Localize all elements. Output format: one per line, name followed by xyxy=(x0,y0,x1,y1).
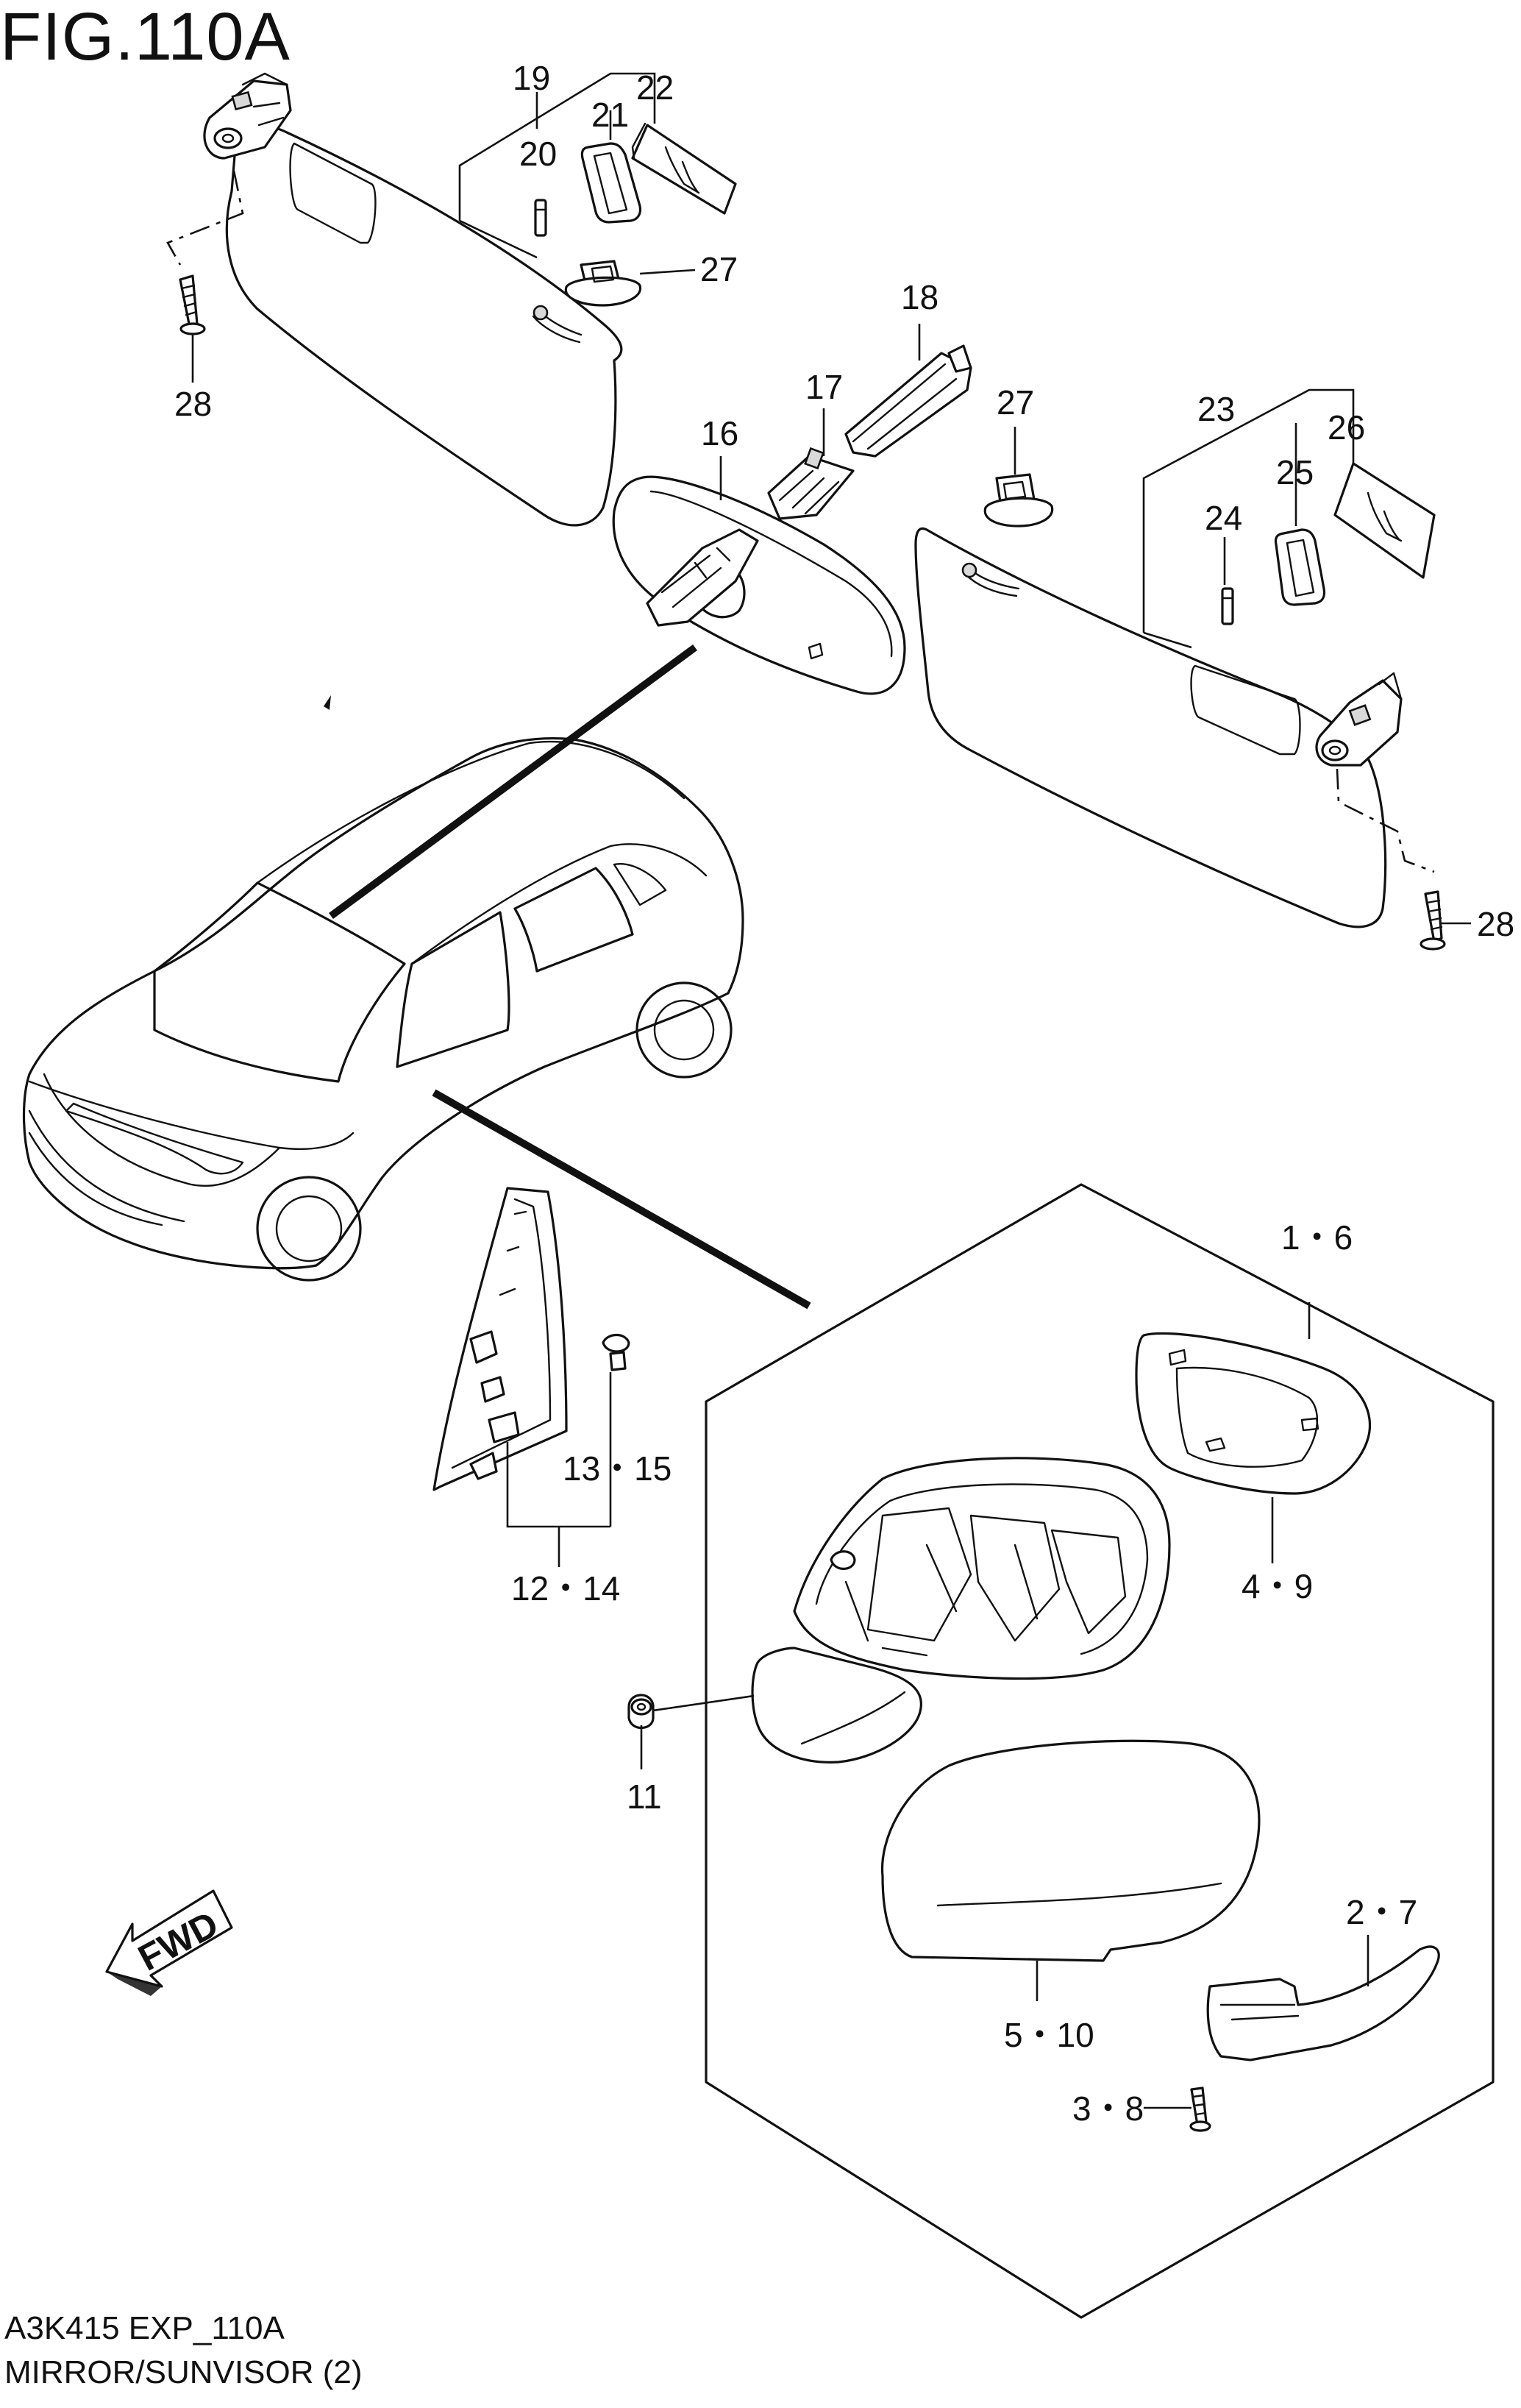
left-visor-bracket xyxy=(203,72,292,160)
door-mirror-frame xyxy=(705,1183,1495,2319)
callout-26: 26 xyxy=(1328,408,1365,447)
door-mirror-group xyxy=(627,1183,1495,2319)
left-sunvisor xyxy=(225,125,623,527)
callout-23: 23 xyxy=(1197,390,1235,428)
callout-18: 18 xyxy=(901,278,938,316)
vanity-mirror-26 xyxy=(1333,462,1436,579)
bracket-line-19 xyxy=(458,72,656,221)
mirror-mount-17 xyxy=(767,447,855,520)
left-visor-rod-tip xyxy=(532,305,549,321)
left-sunvisor-group xyxy=(166,72,737,527)
callout-19: 19 xyxy=(513,59,550,97)
right-sunvisor xyxy=(914,527,1387,928)
callout-21: 21 xyxy=(591,96,629,134)
figure-name: MIRROR/SUNVISOR (2) xyxy=(4,2354,363,2390)
callout-2-7: 2・7 xyxy=(1346,1893,1417,1931)
callout-27b: 27 xyxy=(997,383,1034,422)
door-garnish-12-14 xyxy=(432,1187,568,1491)
figure-title: FIG.110A xyxy=(0,0,291,74)
left-clip-27 xyxy=(564,260,642,307)
callout-16: 16 xyxy=(701,414,738,452)
door-garnish-group xyxy=(432,1187,630,1567)
callout-24: 24 xyxy=(1205,499,1242,537)
left-visor-vanity-panel xyxy=(289,142,377,244)
leader-11 xyxy=(652,1694,755,1712)
vehicle-front-wheel xyxy=(256,1176,362,1282)
callout-3-8: 3・8 xyxy=(1072,2089,1144,2128)
vehicle-headlight xyxy=(65,1102,244,1175)
callout-28b: 28 xyxy=(1477,905,1514,943)
callout-11: 11 xyxy=(627,1777,662,1816)
mirror-frame-25 xyxy=(1274,528,1326,606)
fwd-arrow: FWD xyxy=(105,1889,233,1996)
pin-20 xyxy=(534,199,547,237)
leader-19-visor xyxy=(459,219,538,259)
mirror-cover-18 xyxy=(844,344,972,458)
turn-signal-2-7 xyxy=(1206,1945,1440,2061)
leader-23-visor xyxy=(1143,631,1192,649)
vehicle-front-window xyxy=(396,911,510,1068)
mirror-glass-4-9 xyxy=(1135,1332,1372,1495)
bracket-line-23 xyxy=(1142,388,1355,633)
rearview-mirror-mount xyxy=(646,528,759,627)
right-visor-rod-tip xyxy=(961,562,977,578)
vehicle-outline xyxy=(22,644,811,1310)
right-visor-vanity-panel xyxy=(1190,664,1301,756)
callout-12-14: 12・14 xyxy=(511,1569,620,1608)
right-screw-28 xyxy=(1420,890,1446,951)
callout-1-6: 1・6 xyxy=(1281,1218,1353,1257)
right-visor-bracket xyxy=(1315,672,1403,767)
pointer-head-rearview xyxy=(324,695,331,710)
pointer-rearview-mirror xyxy=(329,644,697,920)
rearview-mirror-16 xyxy=(612,475,906,695)
clip-13-15 xyxy=(602,1333,630,1371)
right-sunvisor-group xyxy=(914,388,1471,951)
mirror-cover-5-10 xyxy=(880,1739,1261,1962)
callout-13-15: 13・15 xyxy=(563,1449,672,1488)
leader-27a xyxy=(639,269,696,275)
callout-4-9: 4・9 xyxy=(1242,1567,1313,1605)
vanity-mirror-22 xyxy=(631,122,737,215)
mirror-base xyxy=(751,1647,923,1764)
bracket-12-14 xyxy=(506,1442,610,1528)
left-screw-mount-line xyxy=(166,170,244,266)
rearview-mirror-sensor xyxy=(808,642,824,660)
nut-11 xyxy=(627,1694,655,1730)
mirror-housing-1-6 xyxy=(793,1457,1171,1680)
pointer-door-mirror xyxy=(432,1089,811,1310)
figure-code: A3K415 EXP_110A xyxy=(4,2310,285,2346)
rearview-mirror-edge xyxy=(649,490,893,658)
callout-28a: 28 xyxy=(174,385,212,423)
vehicle-rear-window xyxy=(513,867,634,973)
pin-24 xyxy=(1221,587,1234,625)
mirror-frame-21 xyxy=(580,142,642,224)
callout-17: 17 xyxy=(805,368,843,406)
left-screw-28 xyxy=(179,274,206,335)
rearview-mirror-group xyxy=(612,324,972,695)
vehicle-body xyxy=(22,737,744,1270)
screw-3-8 xyxy=(1189,2086,1211,2132)
callout-20: 20 xyxy=(519,135,557,173)
vehicle-quarter-window xyxy=(613,863,667,906)
callout-27a: 27 xyxy=(700,250,738,288)
vehicle-windshield xyxy=(153,881,406,1083)
vehicle-rear-wheel xyxy=(635,981,733,1079)
right-screw-mount-line xyxy=(1336,768,1435,873)
right-clip-27 xyxy=(983,473,1054,528)
callout-5-10: 5・10 xyxy=(1004,2016,1094,2054)
callout-22: 22 xyxy=(636,68,674,107)
callout-25: 25 xyxy=(1276,453,1314,491)
